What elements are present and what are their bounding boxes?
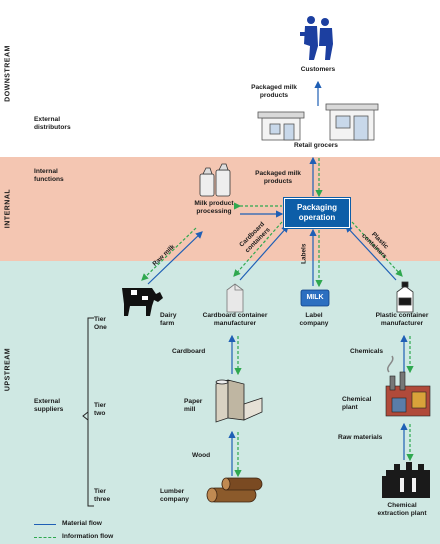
material-flow-legend-label: Material flow	[62, 520, 102, 527]
milk-badge-text: MILK	[306, 294, 324, 301]
packaging-operation-box: Packaging operation	[284, 198, 350, 228]
paper-mill-icon	[215, 379, 263, 423]
customers-icon	[300, 16, 333, 60]
milk-processing-icon	[199, 163, 231, 197]
label-badge-icon	[300, 289, 330, 307]
chemical-plant-label: Chemical plant	[342, 396, 372, 411]
info-packaging-to-plastic	[351, 221, 403, 277]
paper-mill-label: Paper mill	[184, 398, 203, 413]
label-company-label: Label company	[299, 312, 329, 327]
plastic-jug-icon	[396, 281, 414, 313]
chemical-plant-icon	[385, 355, 431, 417]
lumber-company-label: Lumber company	[160, 488, 189, 503]
chemicals-label: Chemicals	[350, 348, 383, 355]
lumber-icon	[206, 477, 263, 503]
wood-label: Wood	[192, 452, 211, 459]
customers-label: Customers	[300, 66, 336, 73]
chemical-extraction-plant-label: Chemical extraction plant	[377, 502, 427, 517]
raw-materials-label: Raw materials	[338, 434, 383, 441]
label-tier-three: Tier three	[94, 488, 111, 503]
label-tier-one: Tier One	[94, 316, 107, 331]
flow-cardboard-to-packaging	[239, 225, 289, 281]
info-packaging-to-cardboard	[233, 221, 283, 277]
info-processing-to-dairy	[141, 227, 197, 281]
cow-icon	[122, 288, 163, 316]
label-internal-functions: Internal functions	[34, 168, 64, 183]
retail-grocers-icon	[257, 103, 379, 141]
flow-dairy-to-processing	[147, 231, 203, 285]
milk-product-processing-label: Milk product processing	[194, 200, 234, 215]
label-tier-two: Tier two	[94, 402, 106, 417]
packaged-milk-products-top-label: Packaged milk products	[251, 84, 297, 99]
information-flow-legend-line	[34, 537, 56, 538]
label-external-suppliers: External suppliers	[34, 398, 64, 413]
material-flow-legend-line	[34, 524, 56, 525]
cardboard-manufacturer-label: Cardboard container manufacturer	[202, 312, 268, 327]
information-flow-legend-label: Information flow	[62, 533, 114, 540]
retail-grocers-label: Retail grocers	[294, 142, 338, 149]
carton-icon	[226, 283, 244, 313]
packaged-milk-products-mid-label: Packaged milk products	[255, 170, 301, 185]
label-external-distributors: External distributors	[34, 116, 71, 131]
labels-flow-label: Labels	[300, 243, 308, 264]
cardboard-label: Cardboard	[172, 348, 206, 355]
plastic-manufacturer-label: Plastic container manufacturer	[375, 312, 429, 327]
dairy-farm-label: Dairy farm	[160, 312, 177, 327]
extraction-plant-icon	[382, 462, 430, 498]
flow-plastic-to-packaging	[345, 225, 397, 281]
